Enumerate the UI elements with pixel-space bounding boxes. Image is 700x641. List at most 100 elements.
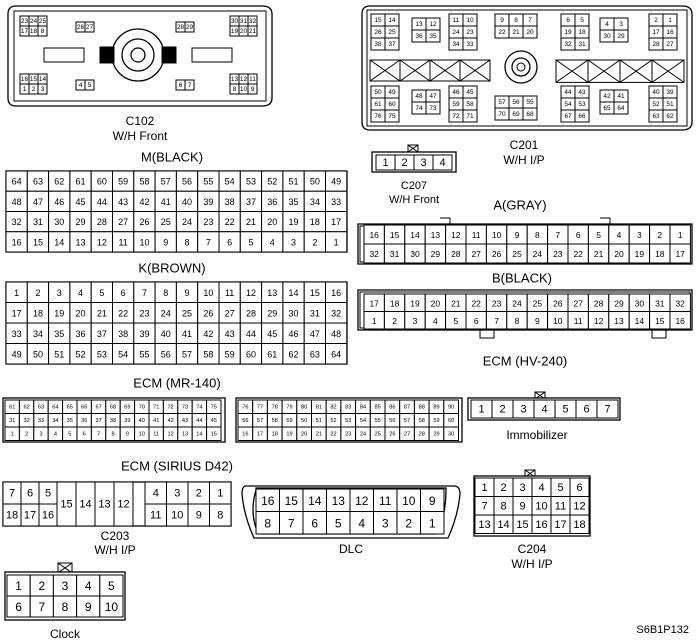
c102-pin-number: 16 (21, 76, 29, 83)
a-gray-pin-number: 17 (675, 249, 685, 259)
k-brown-pin-number: 51 (54, 349, 64, 359)
m-black-pin-number: 44 (97, 197, 107, 207)
ecm-mr140-left-pin-number: 9 (126, 431, 129, 437)
c102-pin-cell (84, 79, 95, 91)
k-brown-pin-number: 5 (99, 288, 104, 298)
b-black-pin-number: 17 (369, 298, 379, 308)
m-black-pin-number: 62 (54, 177, 64, 187)
ecm-mr140-left-pin-number: 65 (67, 404, 73, 410)
c204-pin-number: 9 (519, 500, 525, 512)
clock-pin-number: 1 (15, 579, 22, 593)
m-black-pin-number: 48 (12, 197, 22, 207)
k-brown-pin-number: 56 (161, 349, 171, 359)
ecm-mr140-right-pin-number: 88 (419, 404, 425, 410)
c201-pin-number: 76 (374, 113, 382, 120)
c204-pin-number: 7 (481, 500, 487, 512)
c201-pin-number: 51 (666, 101, 674, 108)
a-gray-pin-number: 14 (410, 230, 420, 240)
ecm-mr140-right-pin-number: 27 (404, 431, 410, 437)
key-cross (459, 59, 491, 82)
c201-pin-number: 8 (514, 17, 518, 24)
c201-pin-number: 47 (429, 93, 437, 100)
ecm-mr140-left-pin-number: 10 (139, 431, 145, 437)
ecm-hv240-title: ECM (HV-240) (483, 354, 568, 369)
k-brown-pin-number: 11 (225, 288, 234, 298)
m-black-pin-number: 32 (12, 217, 22, 227)
c201-pin-number: 11 (453, 17, 460, 24)
dlc-pin-number: 3 (382, 516, 389, 530)
k-brown-pin-number: 18 (33, 308, 43, 318)
m-black-pin-number: 21 (246, 217, 256, 227)
c201-pin-number: 40 (652, 89, 660, 96)
k-brown-pin-number: 50 (33, 349, 43, 359)
b-black-pin-number: 5 (453, 316, 458, 326)
ecm-mr140-left-pin-number: 69 (124, 404, 130, 410)
immobilizer-title: Immobilizer (506, 428, 567, 442)
a-gray-pin-number: 28 (451, 249, 461, 259)
ecm-mr140-left-pin-number: 42 (167, 418, 173, 424)
ecm-mr140-right-pin-cell (443, 426, 459, 441)
c201-pin-number: 19 (564, 29, 572, 36)
m-black-pin-number: 43 (118, 197, 128, 207)
b-black-pin-number: 14 (635, 316, 645, 326)
c201-pin-number: 70 (498, 111, 506, 118)
k-brown-pin-number: 23 (139, 308, 149, 318)
ecm-mr140-right-pin-number: 86 (389, 404, 395, 410)
dlc-pin-number: 7 (288, 516, 295, 530)
c201-inner-frame (366, 9, 688, 127)
c201-pin-number: 23 (466, 29, 474, 36)
a-gray-pin-number: 6 (576, 230, 581, 240)
c201-pin-number: 66 (578, 113, 586, 120)
k-brown-pin-number: 24 (161, 308, 171, 318)
c201-pin-number: 20 (526, 29, 534, 36)
m-black-pin-number: 61 (76, 177, 86, 187)
immobilizer-pin-number: 5 (562, 404, 568, 416)
c201-pin-number: 12 (429, 21, 437, 28)
ecm-mr140-right-pin-number: 76 (242, 404, 248, 410)
ecm-mr140-right-pin-number: 83 (345, 404, 351, 410)
c201-pin-number: 45 (466, 89, 474, 96)
ecm-sirius-left-pin-number: 17 (24, 510, 36, 522)
m-black-pin-number: 33 (331, 197, 341, 207)
b-black-latch (479, 330, 667, 339)
ecm-mr140-right-pin-number: 55 (375, 418, 381, 424)
dlc-pin-number: 8 (264, 516, 271, 530)
a-gray-pin-number: 25 (512, 249, 522, 259)
b-black-pin-number: 20 (431, 298, 441, 308)
c201-pin-number: 50 (374, 89, 382, 96)
m-black-pin-number: 12 (97, 237, 107, 247)
k-brown-pin-number: 13 (267, 288, 277, 298)
a-gray-pin-number: 1 (678, 230, 683, 240)
ecm-mr140-left-pin-number: 4 (54, 431, 57, 437)
c102-pin-cell (247, 83, 258, 95)
ecm-mr140-right-pin-number: 59 (286, 418, 292, 424)
ecm-mr140-right-pin-number: 89 (433, 404, 439, 410)
ecm-mr140-left-pin-number: 31 (9, 418, 15, 424)
ecm-mr140-left-pin-number: 70 (139, 404, 145, 410)
c102-pin-number: 6 (179, 82, 183, 89)
m-black-pin-number: 8 (185, 237, 190, 247)
k-brown-pin-number: 25 (182, 308, 192, 318)
c201-pin-cell (613, 101, 629, 115)
m-black-pin-number: 30 (54, 217, 64, 227)
c201-pin-number: 39 (666, 89, 674, 96)
a-gray-pin-number: 24 (533, 249, 543, 259)
k-brown-pin-number: 14 (289, 288, 299, 298)
m-black-pin-number: 7 (206, 237, 211, 247)
m-black-pin-cell (325, 231, 348, 253)
c102-inner-frame (13, 10, 267, 102)
m-black-pin-number: 29 (76, 217, 86, 227)
ecm-mr140-right-pin-number: 87 (404, 404, 410, 410)
k-brown-pin-number: 6 (121, 288, 126, 298)
a-gray-pin-number: 27 (471, 249, 481, 259)
a-gray-pin-number: 10 (492, 230, 502, 240)
c102-pin-number: 24 (30, 18, 38, 25)
ecm-mr140-left-pin-number: 64 (52, 404, 58, 410)
m-black-pin-number: 19 (289, 217, 299, 227)
k-brown-pin-number: 64 (331, 349, 341, 359)
ecm-sirius-right-pin-number: 10 (171, 510, 183, 522)
c201-pin-cell (462, 37, 478, 51)
